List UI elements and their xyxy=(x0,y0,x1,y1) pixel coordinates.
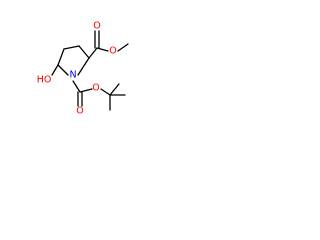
molecule-structure: O O N HO O O xyxy=(37,21,129,117)
bond-ester-carbon-o xyxy=(96,47,109,52)
ring-nitrogen-label: N xyxy=(69,70,76,81)
ester-oxygen-label: O xyxy=(109,46,116,57)
bond-c2-c3 xyxy=(78,45,90,59)
bond-boc-carbon-o xyxy=(79,88,93,93)
bond-ester-o-methyl xyxy=(117,43,129,52)
boc-carbonyl-oxygen-label: O xyxy=(76,106,83,117)
bond-c2-ester-carbon xyxy=(88,47,98,59)
bond-n1-boc-carbon xyxy=(72,80,81,93)
bond-c4-c5 xyxy=(57,48,65,66)
ester-carbonyl-oxygen-label: O xyxy=(93,21,100,32)
bond-n1-c2 xyxy=(77,57,90,76)
bond-c5-n1 xyxy=(57,64,69,76)
boc-ester-oxygen-label: O xyxy=(92,83,99,94)
bond-c5-hydroxyl xyxy=(51,64,59,76)
bond-c3-c4 xyxy=(63,45,80,50)
bond-boc-o-quaternary xyxy=(100,88,111,96)
hydroxyl-label: HO xyxy=(37,75,52,86)
bond-tbu-methyl-top xyxy=(109,83,120,96)
